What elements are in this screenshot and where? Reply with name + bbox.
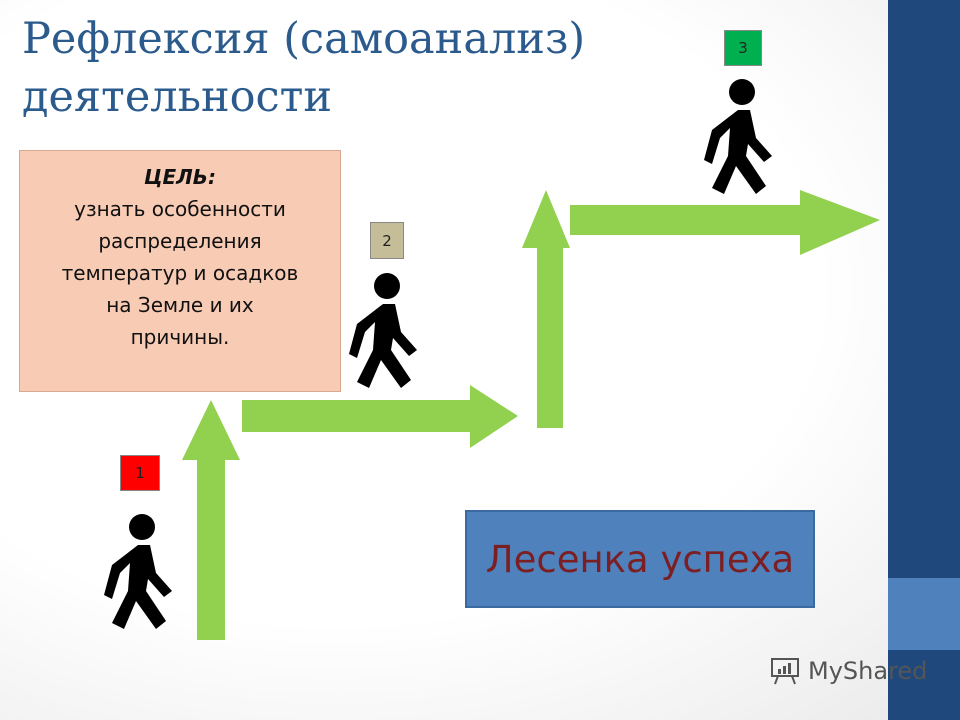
goal-line: узнать особенности xyxy=(74,197,286,221)
watermark-logo: MyShared xyxy=(768,656,927,686)
goal-line: температур и осадков xyxy=(61,261,299,285)
arrow-up-1 xyxy=(182,400,240,640)
presentation-board-icon xyxy=(771,658,799,685)
watermark-text: MyShared xyxy=(808,657,928,685)
goal-line: распределения xyxy=(98,229,262,253)
walker-icon-2 xyxy=(349,273,417,388)
goal-line: на Земле и их xyxy=(106,293,254,317)
sidebar-accent-block xyxy=(888,578,960,650)
arrow-right-2 xyxy=(570,190,880,255)
goal-heading: ЦЕЛЬ: xyxy=(143,165,217,189)
slide-title: Рефлексия (самоанализ) деятельности xyxy=(22,10,585,126)
step-badge-1: 1 xyxy=(120,455,160,491)
step-badge-2: 2 xyxy=(370,222,404,259)
step-badge-3: 3 xyxy=(724,30,762,66)
title-line-1: Рефлексия (самоанализ) xyxy=(22,14,586,64)
arrow-up-2 xyxy=(522,190,570,428)
walker-icon-1 xyxy=(104,514,172,629)
ladder-of-success-label: Лесенка успеха xyxy=(465,510,815,608)
title-line-2: деятельности xyxy=(22,72,333,122)
goal-line: причины. xyxy=(130,325,230,349)
walker-icon-3 xyxy=(704,79,772,194)
arrow-right-1 xyxy=(242,385,518,448)
goal-box: ЦЕЛЬ: узнать особенности распределения т… xyxy=(19,150,341,392)
